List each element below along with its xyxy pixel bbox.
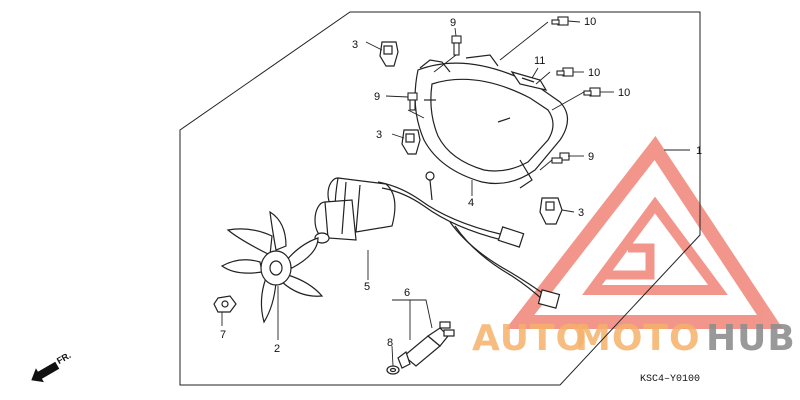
label-part-1: 1 — [696, 145, 702, 157]
bolt-part-9-top — [451, 35, 462, 56]
clip-part-3-middle — [401, 129, 421, 155]
screw-part-10-bottom — [583, 87, 601, 97]
watermark-auto: AUTO — [472, 318, 587, 359]
label-part-5: 5 — [364, 281, 370, 293]
screw-part-10-middle — [556, 67, 574, 77]
label-part-7: 7 — [220, 329, 226, 341]
fan-shroud — [414, 54, 569, 189]
label-part-3-middle: 3 — [376, 129, 382, 141]
watermark-moto: MOTO — [575, 318, 701, 359]
front-label: FR. — [55, 350, 73, 366]
label-part-6: 6 — [404, 287, 410, 299]
label-part-10-middle: 10 — [588, 67, 600, 79]
nut-part-7 — [213, 295, 237, 313]
thermo-switch-part-6 — [397, 321, 455, 369]
watermark-logo — [505, 135, 784, 329]
label-part-10-top: 10 — [584, 16, 596, 28]
clip-part-3-top — [379, 41, 399, 67]
label-part-10-bottom: 10 — [618, 87, 630, 99]
label-part-9-left: 9 — [374, 91, 380, 103]
label-part-3-right: 3 — [578, 207, 584, 219]
watermark-triangle-outer — [505, 135, 784, 329]
bolt-part-9-left — [407, 92, 418, 111]
washer-part-8 — [386, 365, 400, 375]
label-part-9-right: 9 — [588, 151, 594, 163]
clip-part-3-right — [539, 197, 563, 225]
harness-connector — [497, 226, 525, 248]
label-part-2: 2 — [274, 343, 280, 355]
label-part-4: 4 — [468, 197, 474, 209]
bolt-part-9-right — [551, 152, 570, 164]
label-part-8: 8 — [387, 337, 393, 349]
front-arrow-icon — [31, 361, 60, 383]
fan-motor — [314, 177, 396, 244]
label-part-9-top: 9 — [450, 17, 456, 29]
part-labels: 1 2 3 3 3 4 5 6 7 8 9 9 9 10 10 10 11 — [220, 16, 702, 355]
label-part-3-top: 3 — [352, 39, 358, 51]
watermark-triangle-inner — [582, 196, 728, 295]
bracket-part-11 — [510, 70, 548, 91]
drawing-code: KSC4–Y0100 — [640, 374, 700, 385]
fan-blade — [220, 210, 324, 324]
label-part-11: 11 — [534, 55, 545, 67]
watermark-hub: HUB — [706, 318, 796, 359]
front-direction-marker: FR. — [31, 350, 73, 383]
leader-lines — [221, 20, 690, 367]
terminal-connector — [537, 289, 561, 309]
watermark-g-stroke — [600, 243, 655, 280]
wiring-harness — [377, 171, 546, 301]
assembly-boundary-outline — [179, 11, 701, 386]
watermark-text: AUTO MOTO HUB — [472, 318, 796, 359]
screw-part-10-top — [551, 16, 569, 26]
